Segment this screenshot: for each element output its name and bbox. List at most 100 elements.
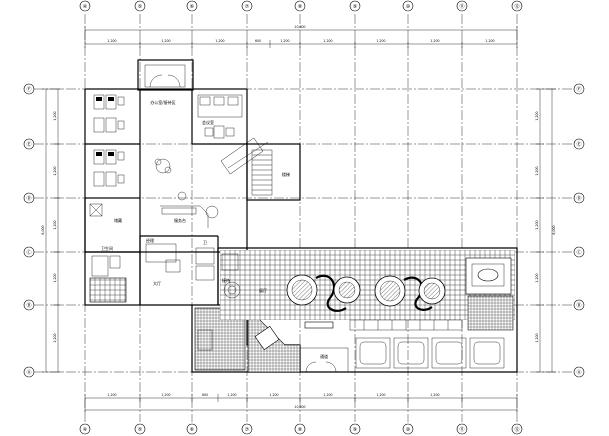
dim-left-5: 1,200 xyxy=(53,333,57,342)
grid-bubble-right-row-2: Ⓔ xyxy=(573,138,585,150)
room-label-mgr: 经理 xyxy=(146,237,154,243)
svg-text:⑫: ⑫ xyxy=(514,426,519,433)
grid-bubble-bottom-col-5: ⑧ xyxy=(294,423,306,435)
dimension-bottom: 1,200 1,200 600 1,200 1,200 1,200 1,200 … xyxy=(84,393,518,414)
room-label-stair: 楼梯 xyxy=(282,171,290,177)
grid-bubble-right-row-5: Ⓑ xyxy=(573,299,585,311)
svg-text:⑪: ⑪ xyxy=(459,426,464,433)
dim-right-2: 1,200 xyxy=(535,166,539,175)
grid-bubbles-left: Ⓕ Ⓔ Ⓓ Ⓒ Ⓑ Ⓐ xyxy=(23,83,35,378)
grid-bubbles-bottom: ④ ⑤ ⑥ ⑦ ⑧ ⑨ ⑩ ⑪ ⑫ xyxy=(79,423,523,435)
dim-top-1: 1,200 xyxy=(107,39,116,43)
svg-text:⑩: ⑩ xyxy=(406,4,411,10)
room-label-corridor: 通道 xyxy=(320,353,328,359)
grid-bubble-bottom-col-3: ⑥ xyxy=(186,423,198,435)
grid-bubble-col-8: ⑪ xyxy=(456,0,468,12)
dim-bottom-total: 10,800 xyxy=(294,405,305,409)
svg-text:Ⓑ: Ⓑ xyxy=(26,302,31,309)
grid-bubble-row-4: Ⓒ xyxy=(23,246,35,258)
svg-text:⑨: ⑨ xyxy=(353,427,357,433)
exhibition-hall: 展厅 接待 xyxy=(220,250,515,369)
svg-text:Ⓐ: Ⓐ xyxy=(576,369,581,376)
grid-bubble-bottom-col-8: ⑪ xyxy=(456,423,468,435)
svg-text:⑨: ⑨ xyxy=(353,4,357,10)
office-upper: 办公室/接待区 xyxy=(93,64,186,187)
dim-bottom-4: 1,200 xyxy=(227,393,236,397)
svg-text:⑦: ⑦ xyxy=(245,4,250,10)
dim-bottom-8: 1,200 xyxy=(430,393,439,397)
grid-bubble-right-row-4: Ⓒ xyxy=(573,246,585,258)
dim-left-3: 1,200 xyxy=(53,220,57,229)
svg-text:⑤: ⑤ xyxy=(138,4,142,10)
grid-bubble-col-3: ⑥ xyxy=(186,0,198,12)
grid-bubble-col-7: ⑩ xyxy=(402,0,414,12)
dim-right-5: 1,200 xyxy=(535,333,539,342)
svg-text:⑪: ⑪ xyxy=(459,3,464,10)
dim-bottom-7: 1,200 xyxy=(376,393,385,397)
room-label-storage: 储藏 xyxy=(114,217,122,223)
room-label-hall: 展厅 xyxy=(259,287,267,293)
grid-bubbles-top: ④ ⑤ ⑥ ⑦ ⑧ ⑨ ⑩ ⑪ ⑫ xyxy=(79,0,523,12)
dim-right-total: 6,000 xyxy=(552,225,556,234)
dim-top-6: 1,200 xyxy=(323,39,332,43)
grid-bubble-row-2: Ⓔ xyxy=(23,138,35,150)
dim-bottom-3: 600 xyxy=(202,393,208,397)
dim-left-2: 1,200 xyxy=(53,166,57,175)
svg-text:⑥: ⑥ xyxy=(190,427,195,433)
dim-right-4: 1,200 xyxy=(535,273,539,282)
grid-bubble-bottom-col-6: ⑨ xyxy=(349,423,361,435)
dim-left-4: 1,200 xyxy=(53,273,57,282)
svg-text:Ⓕ: Ⓕ xyxy=(26,86,31,93)
svg-text:Ⓒ: Ⓒ xyxy=(26,249,31,256)
dim-top-total: 10,800 xyxy=(294,25,305,29)
room-label-office: 办公室/接待区 xyxy=(150,99,175,105)
dim-right-1: 1,200 xyxy=(535,111,539,120)
grid-bubble-col-2: ⑤ xyxy=(134,0,146,12)
grid-bubbles-right: Ⓕ Ⓔ Ⓓ Ⓒ Ⓑ Ⓐ xyxy=(573,83,585,378)
grid-bubble-col-6: ⑨ xyxy=(349,0,361,12)
grid-bubble-right-row-6: Ⓐ xyxy=(573,366,585,378)
svg-text:Ⓐ: Ⓐ xyxy=(26,369,31,376)
dim-top-3: 1,200 xyxy=(215,39,224,43)
grid-bubble-row-3: Ⓓ xyxy=(23,192,35,204)
dim-top-8: 1,200 xyxy=(430,39,439,43)
room-label-lobby: 大厅 xyxy=(153,280,161,286)
dim-left-total: 6,000 xyxy=(41,225,45,234)
dim-top-7: 1,200 xyxy=(376,39,385,43)
dimension-top: 10,800 1,200 1,200 1,200 600 1,200 1,200… xyxy=(84,25,518,48)
svg-text:⑤: ⑤ xyxy=(138,427,142,433)
svg-text:Ⓒ: Ⓒ xyxy=(576,249,581,256)
room-label-wc-left: 卫生间 xyxy=(101,245,113,251)
grid-bubble-right-row-1: Ⓕ xyxy=(573,83,585,95)
grid-bubble-bottom-col-9: ⑫ xyxy=(511,423,523,435)
building-walls xyxy=(84,59,518,373)
dimension-left: 1,200 1,200 1,200 1,200 1,200 6,000 xyxy=(41,88,62,373)
grid-bubble-col-9: ⑫ xyxy=(511,0,523,12)
dim-top-5: 1,200 xyxy=(280,39,289,43)
svg-text:④: ④ xyxy=(83,4,88,10)
dim-bottom-6: 1,200 xyxy=(323,393,332,397)
room-label-counter: 服务台 xyxy=(174,217,186,223)
svg-text:Ⓔ: Ⓔ xyxy=(26,141,31,148)
grid-bubble-row-1: Ⓕ xyxy=(23,83,35,95)
grid-bubble-bottom-col-1: ④ xyxy=(79,423,91,435)
room-label-wc-mid: 卫 xyxy=(203,240,207,245)
grid-bubble-row-6: Ⓐ xyxy=(23,366,35,378)
dim-top-4: 600 xyxy=(255,39,261,43)
svg-text:⑧: ⑧ xyxy=(298,427,303,433)
dim-right-3: 1,200 xyxy=(535,220,539,229)
svg-text:⑩: ⑩ xyxy=(406,427,411,433)
svg-text:Ⓕ: Ⓕ xyxy=(576,86,581,93)
grid-bubble-bottom-col-2: ⑤ xyxy=(134,423,146,435)
svg-text:⑦: ⑦ xyxy=(245,427,250,433)
grid-bubble-col-5: ⑧ xyxy=(294,0,306,12)
svg-text:④: ④ xyxy=(83,427,88,433)
grid-bubble-bottom-col-7: ⑩ xyxy=(402,423,414,435)
room-label-meeting: 会议室 xyxy=(202,119,214,125)
svg-text:⑥: ⑥ xyxy=(190,4,195,10)
meeting-room: 会议室 xyxy=(197,94,269,175)
svg-text:Ⓓ: Ⓓ xyxy=(576,195,581,202)
grid-bubble-row-5: Ⓑ xyxy=(23,299,35,311)
corner-shading xyxy=(520,300,609,436)
